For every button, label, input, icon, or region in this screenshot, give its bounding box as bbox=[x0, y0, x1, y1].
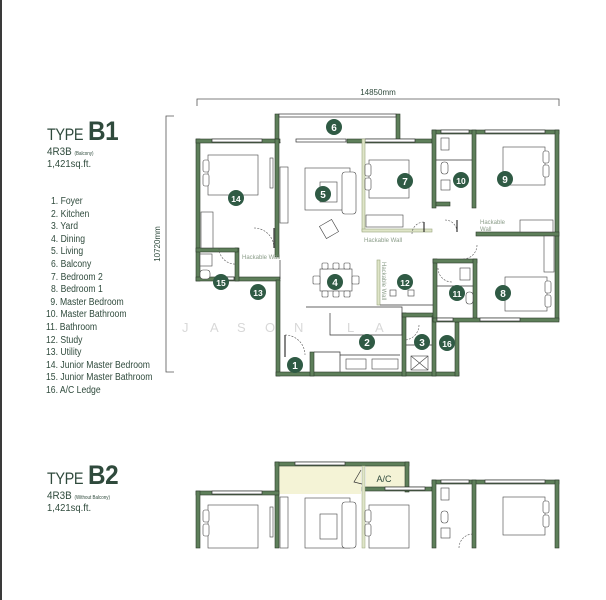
svg-text:11: 11 bbox=[453, 289, 462, 299]
room-badge-11: 11 bbox=[449, 285, 465, 301]
width-dimension bbox=[196, 98, 560, 106]
type-b1-area: 1,421sq.ft. bbox=[47, 158, 92, 170]
sink-icon bbox=[371, 358, 399, 370]
legend-item-study: 12. Study bbox=[46, 334, 83, 346]
svg-text:7: 7 bbox=[402, 177, 408, 188]
svg-text:J: J bbox=[182, 320, 189, 335]
bed-icon bbox=[207, 154, 259, 196]
svg-text:5: 5 bbox=[320, 190, 326, 201]
b2-plan: A/C bbox=[195, 461, 560, 549]
hackable-wall-label: Hackable Wall bbox=[364, 238, 402, 244]
legend-item-master-bedroom: 9. Master Bedroom bbox=[50, 296, 124, 308]
room-badges: 1 2 3 4 5 6 7 8 9 10 11 12 13 14 15 16 bbox=[213, 119, 513, 373]
b1-door-leaves bbox=[273, 220, 458, 357]
svg-text:A: A bbox=[210, 320, 219, 335]
room-badge-10: 10 bbox=[453, 172, 469, 188]
room-badge-13: 13 bbox=[250, 284, 266, 300]
hackable-wall-label: Wall bbox=[480, 227, 491, 233]
ac-ledge-label: A/C bbox=[376, 474, 392, 484]
armchair-icon bbox=[319, 219, 339, 239]
svg-text:13: 13 bbox=[253, 288, 263, 298]
type-b2-word: TYPE bbox=[47, 469, 84, 488]
wardrobe-icon bbox=[200, 211, 214, 249]
svg-text:16: 16 bbox=[442, 339, 452, 349]
svg-text:L: L bbox=[347, 320, 354, 335]
room-badge-3: 3 bbox=[414, 334, 430, 350]
legend-item-living: 5. Living bbox=[51, 246, 84, 258]
height-dimension bbox=[165, 115, 174, 373]
type-b2-title: TYPE B2 bbox=[47, 462, 121, 489]
legend-item-bathroom: 11. Bathroom bbox=[46, 321, 98, 333]
type-b1-code: B1 bbox=[87, 116, 119, 146]
type-b1-layout-code: 4R3B bbox=[47, 146, 72, 158]
svg-text:4: 4 bbox=[332, 278, 338, 289]
watermark: J A S O N L A bbox=[182, 320, 384, 335]
room-legend: 1. Foyer 2. Kitchen 3. Yard 4. Dining 5.… bbox=[46, 196, 167, 398]
svg-text:1: 1 bbox=[292, 361, 298, 372]
room-badge-14: 14 bbox=[228, 190, 244, 206]
type-b1-note: (Balcony) bbox=[74, 151, 94, 157]
room-badge-5: 5 bbox=[315, 186, 331, 202]
legend-item-kitchen: 2. Kitchen bbox=[51, 208, 90, 220]
svg-text:8: 8 bbox=[500, 289, 506, 300]
svg-text:9: 9 bbox=[502, 175, 508, 186]
type-b2-area: 1,421sq.ft. bbox=[47, 502, 92, 514]
sofa-icon bbox=[341, 171, 357, 215]
type-b1-header: TYPE B1 4R3B(Balcony) 1,421sq.ft. bbox=[47, 118, 121, 171]
room-badge-12: 12 bbox=[397, 274, 413, 290]
svg-text:12: 12 bbox=[400, 278, 410, 288]
type-b2-code: B2 bbox=[87, 460, 119, 490]
hackable-wall-label: Hackable Wall bbox=[380, 262, 386, 300]
hackable-wall-label: Hackable bbox=[480, 220, 506, 226]
legend-item-junior-master-bedroom: 14. Junior Master Bedroom bbox=[46, 359, 150, 371]
legend-item-junior-master-bathroom: 15. Junior Master Bathroom bbox=[46, 372, 153, 384]
height-dimension-label: 10720mm bbox=[153, 226, 162, 262]
legend-item-ac-ledge: 16. A/C Ledge bbox=[46, 384, 101, 396]
type-b2-header: TYPE B2 4R3B(Without Balcony) 1,421sq.ft… bbox=[47, 462, 121, 515]
stove-icon bbox=[345, 358, 367, 370]
hackable-wall-label: Hackable Wall bbox=[242, 255, 280, 261]
svg-text:O: O bbox=[265, 320, 275, 335]
room-badge-2: 2 bbox=[359, 334, 375, 350]
page-left-border bbox=[0, 0, 2, 600]
svg-text:10: 10 bbox=[456, 176, 466, 186]
svg-text:2: 2 bbox=[364, 338, 370, 349]
b1-windows bbox=[211, 113, 546, 322]
legend-item-utility: 13. Utility bbox=[46, 347, 82, 359]
svg-text:14: 14 bbox=[231, 194, 241, 204]
width-dimension-label: 14850mm bbox=[360, 88, 396, 97]
legend-item-foyer: 1. Foyer bbox=[51, 196, 83, 207]
type-b1-word: TYPE bbox=[47, 125, 84, 144]
svg-text:6: 6 bbox=[331, 123, 337, 134]
svg-text:15: 15 bbox=[216, 278, 226, 288]
svg-text:A: A bbox=[375, 320, 384, 335]
legend-item-master-bathroom: 10. Master Bathroom bbox=[46, 309, 127, 321]
svg-text:3: 3 bbox=[419, 338, 425, 349]
legend-item-bedroom-1: 8. Bedroom 1 bbox=[51, 284, 103, 296]
b1-washer-x bbox=[410, 355, 429, 371]
room-badge-9: 9 bbox=[497, 171, 513, 187]
legend-item-dining: 4. Dining bbox=[51, 233, 86, 245]
type-b2-note: (Without Balcony) bbox=[74, 495, 110, 501]
legend-item-balcony: 6. Balcony bbox=[51, 258, 92, 270]
room-badge-8: 8 bbox=[495, 285, 511, 301]
type-b2-layout: 4R3B(Without Balcony) bbox=[47, 490, 114, 502]
room-badge-6: 6 bbox=[326, 119, 342, 135]
svg-text:N: N bbox=[294, 320, 303, 335]
legend-item-yard: 3. Yard bbox=[51, 221, 79, 233]
type-b2-layout-code: 4R3B bbox=[47, 490, 72, 502]
room-badge-15: 15 bbox=[213, 274, 229, 290]
room-badge-7: 7 bbox=[397, 173, 413, 189]
svg-text:S: S bbox=[237, 320, 246, 335]
b1-hackable-walls bbox=[361, 138, 433, 306]
legend-item-bedroom-2: 7. Bedroom 2 bbox=[51, 271, 103, 283]
room-badge-1: 1 bbox=[287, 357, 303, 373]
type-b1-title: TYPE B1 bbox=[47, 118, 121, 145]
type-b1-layout: 4R3B(Balcony) bbox=[47, 146, 114, 158]
room-badge-16: 16 bbox=[439, 335, 455, 351]
room-badge-4: 4 bbox=[327, 274, 343, 290]
